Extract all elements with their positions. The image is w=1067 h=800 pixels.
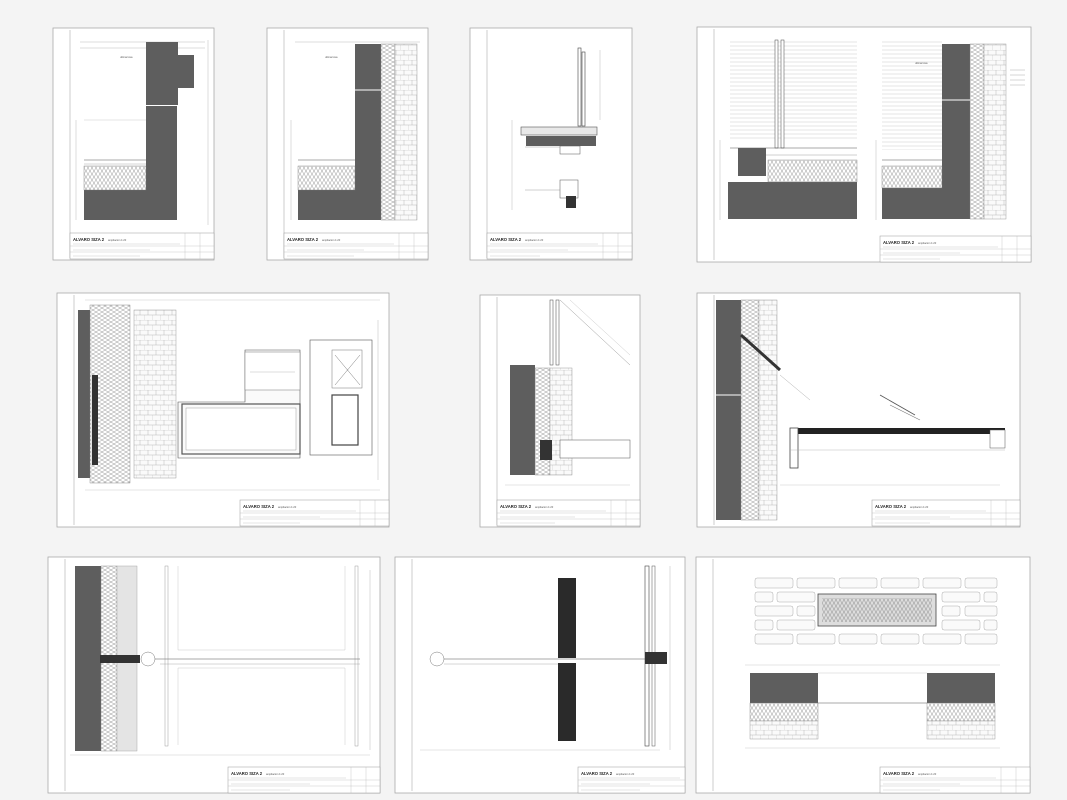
- sheet-3[interactable]: ALVARO SIZA 2 ampliacion 1:20: [469, 27, 633, 261]
- sheet-9-title-block: ALVARO SIZA 2 ampliacion 1:20: [577, 766, 686, 794]
- sheet-3-subtitle: ampliacion 1:20: [525, 238, 544, 242]
- sheet-9-paper: [394, 556, 686, 794]
- sheet-2-drawing: ultima losa: [290, 41, 420, 221]
- sheet-7-drawing: [716, 299, 1006, 521]
- sheet-5-title: ALVARO SIZA 2: [243, 504, 275, 509]
- sheet-10[interactable]: ALVARO SIZA 2 ampliacion 1:20: [695, 556, 1031, 794]
- sheet-6-drawing: [505, 299, 631, 486]
- sheet-9-drawing: [420, 565, 671, 751]
- sheet-3-title: ALVARO SIZA 2: [490, 237, 522, 242]
- sheet-5-subtitle: ampliacion 1:20: [278, 505, 297, 509]
- sheet-1[interactable]: ultima losa ALVARO SIZA 2 ampliacion 1:2…: [52, 27, 215, 261]
- sheet-10-title: ALVARO SIZA 2: [883, 771, 915, 776]
- sheet-10-subtitle: ampliacion 1:20: [918, 772, 937, 776]
- sheet-10-drawing: [745, 577, 1000, 749]
- sheet-1-title-block: ALVARO SIZA 2 ampliacion 1:20: [69, 232, 215, 260]
- sheet-3-title-block: ALVARO SIZA 2 ampliacion 1:20: [486, 232, 633, 260]
- sheet-1-title: ALVARO SIZA 2: [73, 237, 105, 242]
- sheet-7[interactable]: ALVARO SIZA 2 ampliacion 1:20: [696, 292, 1021, 528]
- sheet-5-drawing: [78, 299, 380, 491]
- sheet-9-title: ALVARO SIZA 2: [581, 771, 613, 776]
- sheet-9[interactable]: ALVARO SIZA 2 ampliacion 1:20: [394, 556, 686, 794]
- sheet-6-subtitle: ampliacion 1:20: [535, 505, 554, 509]
- sheet-8-drawing: [70, 565, 371, 756]
- sheet-9-subtitle: ampliacion 1:20: [616, 772, 635, 776]
- sheet-5-title-block: ALVARO SIZA 2 ampliacion 1:20: [239, 499, 390, 527]
- sheet-3-drawing: [511, 47, 601, 210]
- sheet-1-subtitle: ampliacion 1:20: [108, 238, 127, 242]
- sheet-2-subtitle: ampliacion 1:20: [322, 238, 341, 242]
- sheet-4-drawing: ultima losa: [719, 39, 1025, 220]
- sheet-2-title: ALVARO SIZA 2: [287, 237, 319, 242]
- sheet-2-title-block: ALVARO SIZA 2 ampliacion 1:20: [283, 232, 429, 260]
- sheet-8-title-block: ALVARO SIZA 2 ampliacion 1:20: [227, 766, 381, 794]
- sheet-7-title: ALVARO SIZA 2: [875, 504, 907, 509]
- sheet-5[interactable]: ALVARO SIZA 2 ampliacion 1:20: [56, 292, 390, 528]
- sheet-10-title-block: ALVARO SIZA 2 ampliacion 1:20: [879, 766, 1031, 794]
- sheet-4-label: ultima losa: [915, 61, 928, 65]
- sheet-8-subtitle: ampliacion 1:20: [266, 772, 285, 776]
- sheet-4-subtitle: ampliacion 1:20: [918, 241, 937, 245]
- sheet-2-label: ultima losa: [325, 55, 338, 59]
- sheet-7-title-block: ALVARO SIZA 2 ampliacion 1:20: [871, 499, 1021, 527]
- sheet-6-title-block: ALVARO SIZA 2 ampliacion 1:20: [496, 499, 641, 527]
- sheet-1-label: ultima losa: [120, 55, 133, 59]
- sheet-6[interactable]: ALVARO SIZA 2 ampliacion 1:20: [479, 294, 641, 528]
- sheet-8[interactable]: ALVARO SIZA 2 ampliacion 1:20: [47, 556, 381, 794]
- sheet-1-drawing: ultima losa: [75, 40, 209, 225]
- sheet-8-title: ALVARO SIZA 2: [231, 771, 263, 776]
- sheet-4[interactable]: ultima losa ALVARO SIZA 2 ampliacion 1:2…: [696, 26, 1032, 263]
- sheet-6-title: ALVARO SIZA 2: [500, 504, 532, 509]
- sheet-2[interactable]: ultima losa ALVARO SIZA 2 ampliacion 1:2…: [266, 27, 429, 261]
- sheet-7-subtitle: ampliacion 1:20: [910, 505, 929, 509]
- sheet-4-title: ALVARO SIZA 2: [883, 240, 915, 245]
- sheet-4-title-block: ALVARO SIZA 2 ampliacion 1:20: [879, 235, 1032, 263]
